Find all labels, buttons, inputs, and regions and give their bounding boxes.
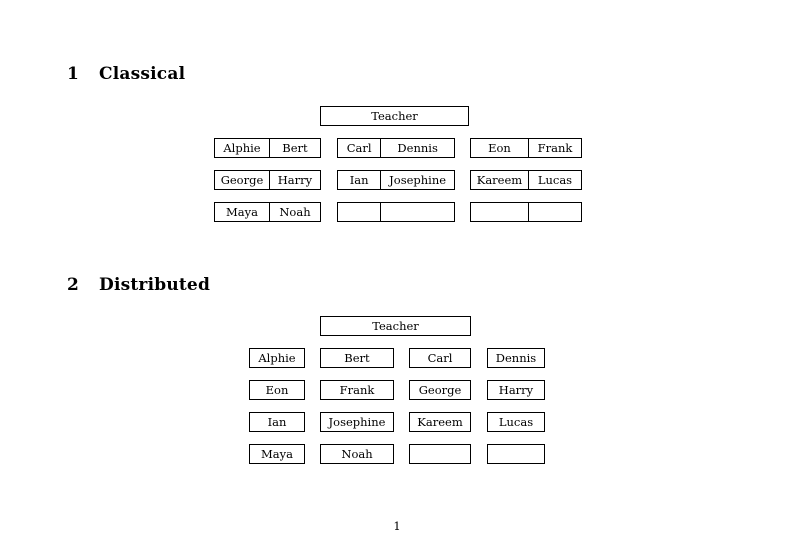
distributed-cell[interactable]: Ian bbox=[249, 412, 305, 432]
distributed-cell[interactable]: Eon bbox=[249, 380, 305, 400]
table-cell[interactable] bbox=[380, 203, 454, 221]
section-title: Distributed bbox=[99, 275, 211, 295]
classical-group-2-row-1[interactable]: Carl Dennis bbox=[337, 138, 455, 158]
distributed-cell[interactable]: Bert bbox=[320, 348, 394, 368]
classical-group-3-row-1[interactable]: Eon Frank bbox=[470, 138, 582, 158]
table-cell[interactable]: Carl bbox=[346, 141, 372, 155]
table-cell[interactable]: Frank bbox=[527, 139, 581, 157]
table-cell[interactable]: Alphie bbox=[223, 141, 261, 155]
classical-group-2-row-3[interactable] bbox=[337, 202, 455, 222]
section-title: Classical bbox=[99, 64, 186, 84]
table-cell[interactable]: Maya bbox=[225, 205, 258, 219]
classical-group-3-row-3[interactable] bbox=[470, 202, 582, 222]
table-cell[interactable]: George bbox=[220, 173, 264, 187]
table-cell[interactable]: Eon bbox=[488, 141, 511, 155]
table-cell[interactable]: Lucas bbox=[527, 171, 581, 189]
distributed-cell[interactable]: Josephine bbox=[320, 412, 394, 432]
table-cell[interactable] bbox=[471, 203, 528, 221]
table-cell[interactable]: Harry bbox=[268, 171, 320, 189]
classical-group-1-row-1[interactable]: Alphie Bert bbox=[214, 138, 321, 158]
table-cell[interactable]: Ian bbox=[349, 173, 369, 187]
page-number: 1 bbox=[393, 519, 401, 533]
distributed-cell[interactable] bbox=[409, 444, 471, 464]
distributed-cell[interactable]: Frank bbox=[320, 380, 394, 400]
section-number: 2 bbox=[67, 275, 80, 295]
distributed-cell[interactable] bbox=[487, 444, 545, 464]
classical-group-1-row-3[interactable]: Maya Noah bbox=[214, 202, 321, 222]
classical-group-3-row-2[interactable]: Kareem Lucas bbox=[470, 170, 582, 190]
distributed-cell[interactable]: Noah bbox=[320, 444, 394, 464]
distributed-cell[interactable]: George bbox=[409, 380, 471, 400]
distributed-cell[interactable]: Kareem bbox=[409, 412, 471, 432]
teacher-box-classical[interactable]: Teacher bbox=[320, 106, 469, 126]
table-cell[interactable]: Bert bbox=[268, 139, 320, 157]
table-cell[interactable] bbox=[527, 203, 581, 221]
distributed-cell[interactable]: Alphie bbox=[249, 348, 305, 368]
table-cell[interactable]: Kareem bbox=[476, 173, 523, 187]
distributed-cell[interactable]: Lucas bbox=[487, 412, 545, 432]
section-heading-classical: 1 Classical bbox=[67, 64, 185, 84]
distributed-cell[interactable]: Maya bbox=[249, 444, 305, 464]
section-heading-distributed: 2 Distributed bbox=[67, 275, 210, 295]
distributed-cell[interactable]: Harry bbox=[487, 380, 545, 400]
section-number: 1 bbox=[67, 64, 80, 84]
table-cell[interactable]: Noah bbox=[268, 203, 320, 221]
table-cell[interactable]: Josephine bbox=[380, 171, 454, 189]
classical-group-1-row-2[interactable]: George Harry bbox=[214, 170, 321, 190]
table-cell[interactable] bbox=[338, 203, 380, 221]
teacher-box-distributed[interactable]: Teacher bbox=[320, 316, 471, 336]
distributed-cell[interactable]: Dennis bbox=[487, 348, 545, 368]
table-cell[interactable]: Dennis bbox=[380, 139, 454, 157]
classical-group-2-row-2[interactable]: Ian Josephine bbox=[337, 170, 455, 190]
distributed-cell[interactable]: Carl bbox=[409, 348, 471, 368]
